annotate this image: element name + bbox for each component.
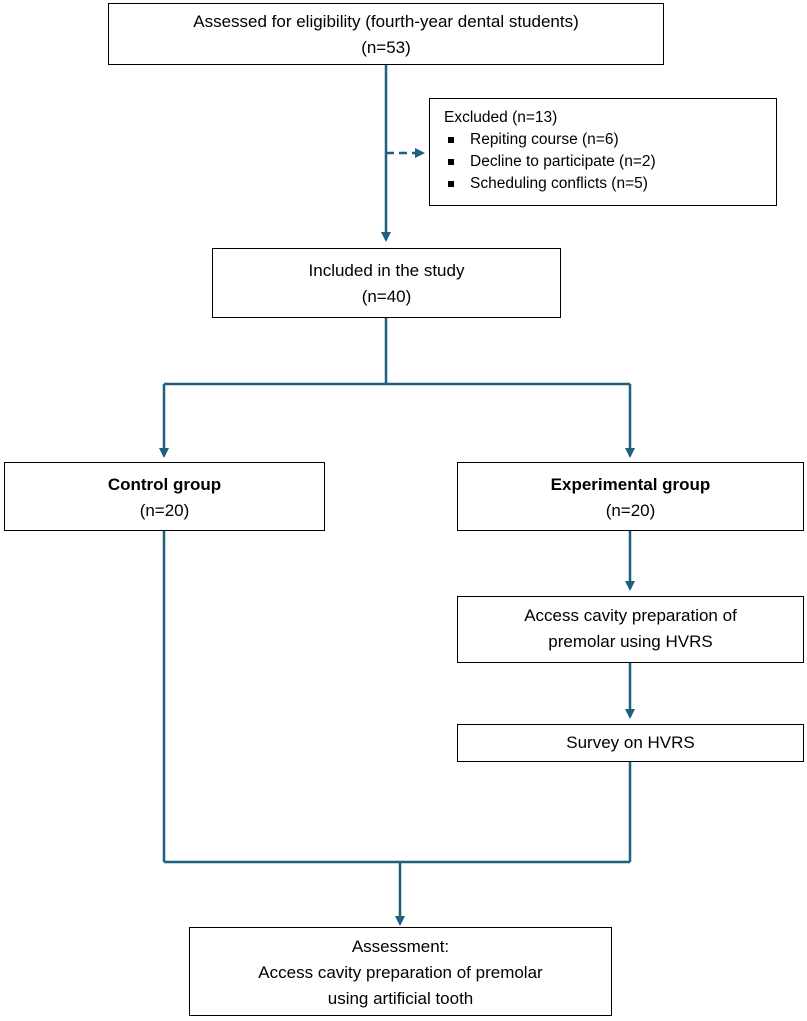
bullet-icon <box>448 137 454 143</box>
access-prep-box: Access cavity preparation of premolar us… <box>457 596 804 663</box>
excluded-list: Repiting course (n=6) Decline to partici… <box>444 129 776 195</box>
bullet-icon <box>448 159 454 165</box>
eligibility-box: Assessed for eligibility (fourth-year de… <box>108 3 664 65</box>
excluded-box: Excluded (n=13) Repiting course (n=6) De… <box>429 98 777 206</box>
assessment-line2: Access cavity preparation of premolar <box>258 963 543 982</box>
included-label: Included in the study <box>308 261 465 280</box>
experimental-group-count: (n=20) <box>605 501 656 520</box>
included-count: (n=40) <box>361 287 412 306</box>
bullet-icon <box>448 181 454 187</box>
eligibility-count: (n=53) <box>361 38 411 57</box>
assessment-label: Assessment: <box>351 937 450 956</box>
survey-box: Survey on HVRS <box>457 724 804 762</box>
included-box: Included in the study (n=40) <box>212 248 561 318</box>
survey-label: Survey on HVRS <box>566 733 695 752</box>
assessment-box: Assessment: Access cavity preparation of… <box>189 927 612 1016</box>
access-prep-line1: Access cavity preparation of <box>524 606 737 625</box>
assessment-line3: using artificial tooth <box>327 989 474 1008</box>
excluded-item: Scheduling conflicts (n=5) <box>444 173 776 195</box>
experimental-group-box: Experimental group (n=20) <box>457 462 804 531</box>
eligibility-label: Assessed for eligibility (fourth-year de… <box>193 12 579 31</box>
access-prep-line2: premolar using HVRS <box>548 632 713 651</box>
control-group-title: Control group <box>107 475 222 494</box>
control-group-count: (n=20) <box>139 501 190 520</box>
excluded-item: Repiting course (n=6) <box>444 129 776 151</box>
excluded-item: Decline to participate (n=2) <box>444 151 776 173</box>
experimental-group-title: Experimental group <box>550 475 711 494</box>
excluded-title: Excluded (n=13) <box>444 109 558 126</box>
control-group-box: Control group (n=20) <box>4 462 325 531</box>
